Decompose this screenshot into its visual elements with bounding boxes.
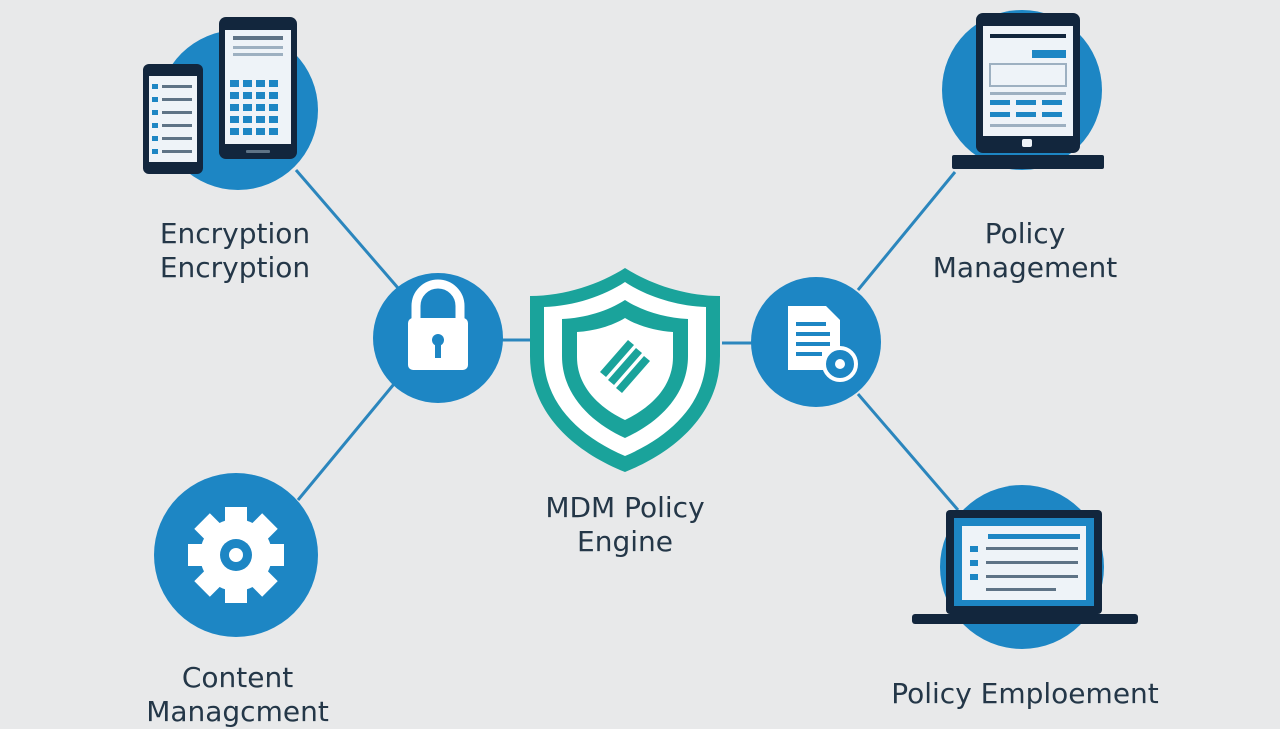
lock-icon — [408, 279, 468, 370]
policy-management-node — [942, 10, 1104, 170]
lock-hub — [373, 273, 503, 403]
document-settings-icon — [788, 306, 858, 382]
policy-employment-label: Policy Emploement — [855, 677, 1195, 711]
policy-management-label-line-1: Policy — [984, 217, 1066, 250]
tablet-icon — [976, 13, 1080, 153]
encryption-label: Encryption Encryption — [110, 217, 360, 285]
encryption-label-line-1: Encryption — [159, 217, 311, 250]
smartphone-icon — [143, 64, 203, 174]
policy-employment-node — [912, 485, 1138, 649]
engine-label: MDM Policy Engine — [500, 491, 750, 559]
content-management-node — [154, 473, 318, 637]
connector-lock-content — [296, 383, 396, 501]
gear-icon — [188, 507, 284, 603]
content-management-label-line-1: Content — [181, 661, 294, 694]
shield-icon — [530, 268, 720, 472]
policy-employment-label-line-1: Policy Emploement — [891, 677, 1159, 710]
document-hub — [751, 277, 881, 407]
engine-label-line-2: Engine — [577, 525, 673, 558]
tablet-icon — [219, 17, 297, 159]
encryption-node — [143, 17, 318, 190]
content-management-label-line-2: Managcment — [146, 695, 329, 728]
policy-management-label: Policy Management — [895, 217, 1155, 285]
connector-document-policy-emp — [856, 393, 960, 511]
policy-management-label-line-2: Management — [932, 251, 1118, 284]
content-management-label: Content Managcment — [105, 661, 370, 729]
encryption-label-line-2: Encryption — [159, 251, 311, 284]
connectors — [294, 169, 960, 511]
connector-encryption-lock — [294, 169, 400, 289]
tablet-stand — [952, 155, 1104, 169]
connector-document-policy-mgmt — [856, 171, 957, 291]
laptop-icon — [912, 510, 1138, 624]
engine-label-line-1: MDM Policy — [545, 491, 705, 524]
